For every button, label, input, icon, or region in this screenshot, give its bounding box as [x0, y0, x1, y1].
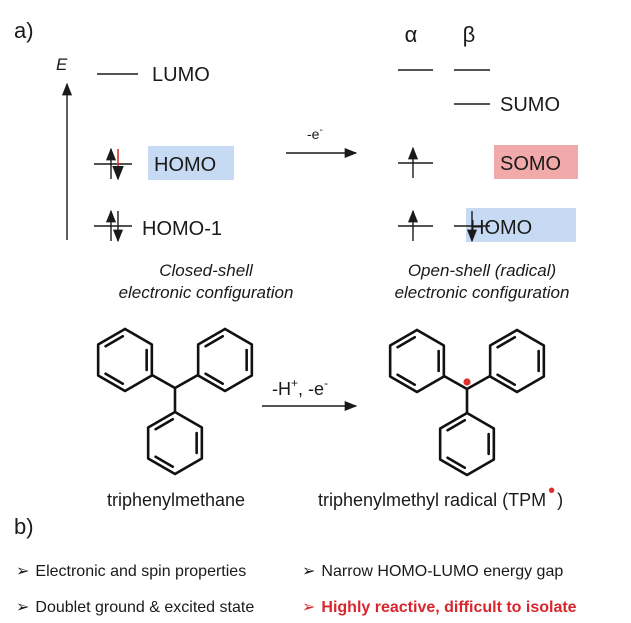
sumo-label: SUMO: [500, 94, 560, 116]
beta-header: β: [463, 22, 476, 47]
ring-right-top-a-double-bond-1: [396, 335, 417, 349]
phenyl-ring-right-top-a: [388, 328, 446, 394]
ring-left-top-a-double-bond-1: [104, 334, 125, 348]
phenyl-double-bonds-left: [104, 334, 248, 469]
homo-label: HOMO: [154, 154, 216, 176]
triphenylmethyl-radical-structure: [388, 328, 546, 477]
homo-1-label: HOMO-1: [142, 218, 222, 240]
open-homo-highlight: [466, 208, 576, 242]
bullet-item-4-text: Highly reactive, difficult to isolate: [321, 599, 576, 616]
phenyl-ring-right-top-b: [488, 328, 546, 394]
somo-label: SOMO: [500, 153, 561, 175]
open-homo-label: HOMO: [470, 217, 532, 239]
tpm-radical-name: triphenylmethyl radical (TPM•): [318, 480, 563, 510]
tpm-radical-name-close: ): [557, 490, 563, 510]
closed-shell-caption-1: Closed-shell: [159, 261, 254, 280]
bullet-item-1: ➢ Electronic and spin properties: [16, 563, 246, 580]
bullet-item-2: ➢ Narrow HOMO-LUMO energy gap: [302, 563, 563, 580]
triphenylmethane-structure: [96, 327, 254, 476]
phenyl-ring-left-top-a: [96, 327, 154, 393]
alpha-header: α: [405, 22, 418, 47]
reaction-arrow-label: -H+, -e-: [272, 376, 328, 399]
bullet-icon: ➢: [16, 599, 29, 616]
bullet-icon: ➢: [16, 563, 29, 580]
phenyl-ring-right-bottom: [438, 411, 496, 477]
ring-right-top-b-double-bond-1: [496, 335, 517, 349]
bullet-icon: ➢: [302, 563, 315, 580]
ring-left-top-a-double-bond-2: [104, 372, 125, 386]
reaction-h-sup: +: [291, 376, 298, 390]
reaction-e: , -e: [298, 379, 324, 399]
bullet-item-1-text: Electronic and spin properties: [35, 563, 246, 580]
bullet-item-3: ➢ Doublet ground & excited state: [16, 599, 254, 616]
homo-highlight: [148, 146, 234, 180]
reaction-h: -H: [272, 379, 291, 399]
ionization-arrow-label: -e-: [307, 125, 323, 142]
ring-left-top-b-double-bond-1: [204, 334, 225, 348]
ionization-sup: -: [319, 125, 322, 136]
ring-right-bottom-double-bond-2: [446, 456, 467, 470]
panel-b-label: b): [14, 514, 34, 539]
tpm-radical-dot-symbol: •: [548, 480, 555, 502]
open-shell-caption-2: electronic configuration: [395, 283, 570, 302]
ring-right-bottom-double-bond-1: [446, 418, 467, 432]
open-shell-caption-1: Open-shell (radical): [408, 261, 556, 280]
somo-highlight: [494, 145, 578, 179]
bond-right-1: [442, 374, 469, 391]
phenyl-double-bonds-right: [396, 335, 540, 470]
bullet-item-4-highlight: ➢ Highly reactive, difficult to isolate: [302, 599, 577, 616]
ring-right-top-b-double-bond-2: [496, 373, 517, 387]
phenyl-ring-left-bottom: [146, 410, 204, 476]
energy-axis-label: E: [56, 55, 68, 74]
bullet-item-2-text: Narrow HOMO-LUMO energy gap: [321, 563, 563, 580]
ring-right-top-a-double-bond-2: [396, 373, 417, 387]
bond-left-2: [173, 373, 200, 390]
lumo-label: LUMO: [152, 64, 210, 86]
ring-left-top-b-double-bond-2: [204, 372, 225, 386]
ring-left-bottom-double-bond-2: [154, 455, 175, 469]
tpm-radical-name-text: triphenylmethyl radical (TPM: [318, 490, 546, 510]
bond-left-1: [150, 373, 177, 390]
panel-a-label: a): [14, 18, 34, 43]
bullet-icon: ➢: [302, 599, 315, 616]
closed-shell-caption-2: electronic configuration: [119, 283, 294, 302]
triphenylmethane-name: triphenylmethane: [107, 490, 245, 510]
radical-dot: [463, 378, 471, 386]
phenyl-ring-left-top-b: [196, 327, 254, 393]
ionization-text: -e: [307, 126, 320, 142]
ring-left-bottom-double-bond-1: [154, 417, 175, 431]
bullet-item-3-text: Doublet ground & excited state: [35, 599, 254, 616]
reaction-e-sup: -: [324, 376, 328, 390]
bond-right-2: [465, 374, 492, 391]
